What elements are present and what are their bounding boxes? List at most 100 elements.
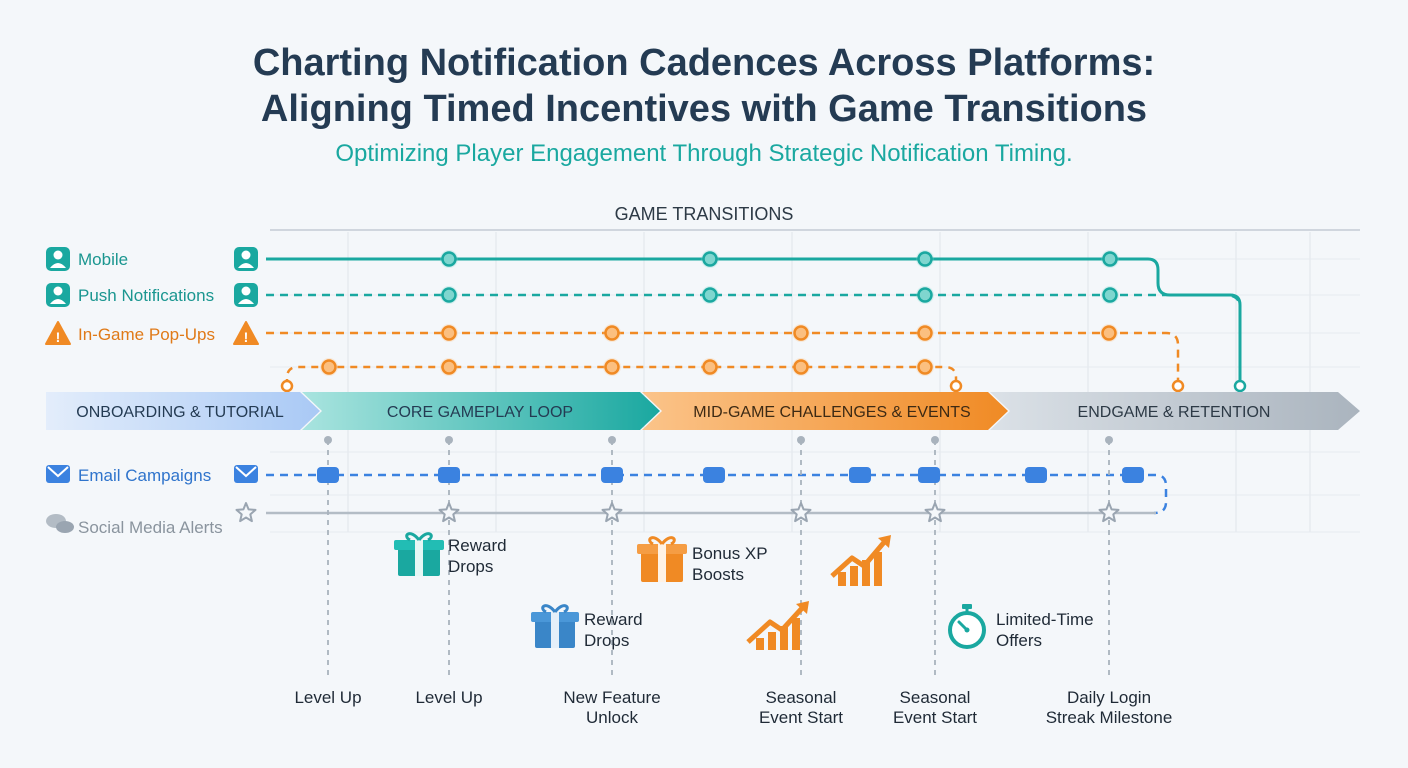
mobile-line	[266, 257, 1242, 386]
gift-icon	[637, 536, 687, 582]
milestone-anchor	[1105, 436, 1113, 444]
channel-lines	[266, 257, 1242, 515]
phase-label: MID-GAME CHALLENGES & EVENTS	[693, 404, 970, 421]
milestone-anchor	[445, 436, 453, 444]
popup-secondary-marker	[702, 359, 718, 375]
milestone-label: Event Start	[893, 708, 977, 727]
popup-secondary-marker	[917, 359, 933, 375]
in-game-pop-ups-line	[266, 331, 1180, 386]
social-star-marker	[601, 502, 623, 523]
incentive-limited-time-offers: Limited-Time Offers	[948, 604, 1094, 650]
channel-label-email-campaigns: Email Campaigns	[46, 465, 258, 485]
popup-marker	[604, 325, 620, 341]
incentive-reward-drops-1: Reward Drops	[394, 532, 507, 576]
milestone-anchor	[797, 436, 805, 444]
phase-label: CORE GAMEPLAY LOOP	[387, 404, 573, 421]
svg-text:Mobile: Mobile	[78, 250, 128, 269]
incentive-reward-drops-2: Reward Drops	[531, 604, 643, 650]
push-marker	[441, 287, 457, 303]
phase-label: ONBOARDING & TUTORIAL	[76, 404, 284, 421]
phase-core-gameplay	[302, 392, 660, 430]
milestone-anchor	[324, 436, 332, 444]
svg-text:In-Game Pop-Ups: In-Game Pop-Ups	[78, 325, 215, 344]
milestone-label: Event Start	[759, 708, 843, 727]
push-marker	[1102, 287, 1118, 303]
milestone-label: Level Up	[415, 688, 482, 707]
svg-text:Drops: Drops	[584, 631, 629, 650]
popup-marker	[917, 325, 933, 341]
in-game-secondary-line	[285, 365, 958, 386]
popup-marker	[1101, 325, 1117, 341]
line-end-marker	[1171, 379, 1185, 393]
phase-label: ENDGAME & RETENTION	[1078, 404, 1271, 421]
growth-chart-icon	[746, 601, 809, 650]
chat-bubbles-icon	[46, 514, 74, 533]
social-star-marker	[1098, 502, 1120, 523]
email-marker	[1025, 467, 1047, 483]
social-star-marker	[924, 502, 946, 523]
incentive-growth-chart-2	[746, 601, 809, 650]
mobile-marker	[702, 251, 718, 267]
email-marker	[317, 467, 339, 483]
stopwatch-icon	[948, 604, 986, 649]
popup-marker	[793, 325, 809, 341]
line-end-marker	[280, 379, 294, 393]
title-line-2: Aligning Timed Incentives with Game Tran…	[260, 88, 1148, 130]
incentive-growth-chart-1	[830, 535, 891, 586]
svg-text:Reward: Reward	[448, 536, 507, 555]
mobile-marker	[1102, 251, 1118, 267]
channel-label-mobile: Mobile	[46, 247, 258, 271]
email-marker	[1122, 467, 1144, 483]
popup-secondary-marker	[793, 359, 809, 375]
milestone-label: Streak Milestone	[1046, 708, 1173, 727]
svg-text:Limited-Time: Limited-Time	[996, 610, 1094, 629]
milestone-anchor	[931, 436, 939, 444]
channel-label-social-media-alerts: Social Media Alerts	[46, 514, 223, 537]
phase-arrows: ONBOARDING & TUTORIAL CORE GAMEPLAY LOOP…	[46, 392, 1360, 430]
svg-text:Social Media Alerts: Social Media Alerts	[78, 518, 223, 537]
email-marker	[703, 467, 725, 483]
svg-text:Email Campaigns: Email Campaigns	[78, 466, 211, 485]
email-marker	[601, 467, 623, 483]
svg-text:Drops: Drops	[448, 557, 493, 576]
push-notifications-line	[266, 293, 1242, 309]
svg-text:Offers: Offers	[996, 631, 1042, 650]
growth-chart-icon	[830, 535, 891, 586]
gift-icon	[394, 532, 444, 576]
gift-icon	[531, 604, 579, 648]
push-marker	[917, 287, 933, 303]
svg-text:Reward: Reward	[584, 610, 643, 629]
title-line-1: Charting Notification Cadences Across Pl…	[252, 42, 1156, 84]
svg-text:Boosts: Boosts	[692, 565, 744, 584]
milestone-label: Seasonal	[766, 688, 837, 707]
email-marker	[918, 467, 940, 483]
email-marker	[849, 467, 871, 483]
line-end-marker	[949, 379, 963, 393]
popup-marker	[441, 325, 457, 341]
milestone-label: Seasonal	[900, 688, 971, 707]
svg-text:!: !	[244, 329, 249, 345]
milestone-label: Daily Login	[1067, 688, 1151, 707]
warning-icon	[233, 321, 259, 345]
line-end-marker	[1233, 379, 1247, 393]
milestone-label: Level Up	[294, 688, 361, 707]
timing-markers	[235, 250, 1144, 523]
social-star-marker	[235, 502, 257, 523]
popup-secondary-marker	[321, 359, 337, 375]
mobile-marker	[441, 251, 457, 267]
incentive-bonus-xp-boosts: Bonus XP Boosts	[637, 536, 768, 584]
channel-label-in-game-pop-ups: ! In-Game Pop-Ups !	[45, 321, 259, 345]
channel-label-push-notifications: Push Notifications	[46, 283, 258, 307]
social-star-marker	[790, 502, 812, 523]
background-grid	[270, 232, 1360, 533]
milestone-label: New Feature	[563, 688, 660, 707]
phase-mid-game	[642, 392, 1008, 430]
milestone-label: Unlock	[586, 708, 638, 727]
popup-secondary-marker	[604, 359, 620, 375]
popup-secondary-marker	[441, 359, 457, 375]
milestone-anchor	[608, 436, 616, 444]
mobile-marker	[917, 251, 933, 267]
phase-endgame	[990, 392, 1360, 430]
section-header: GAME TRANSITIONS	[615, 204, 794, 224]
